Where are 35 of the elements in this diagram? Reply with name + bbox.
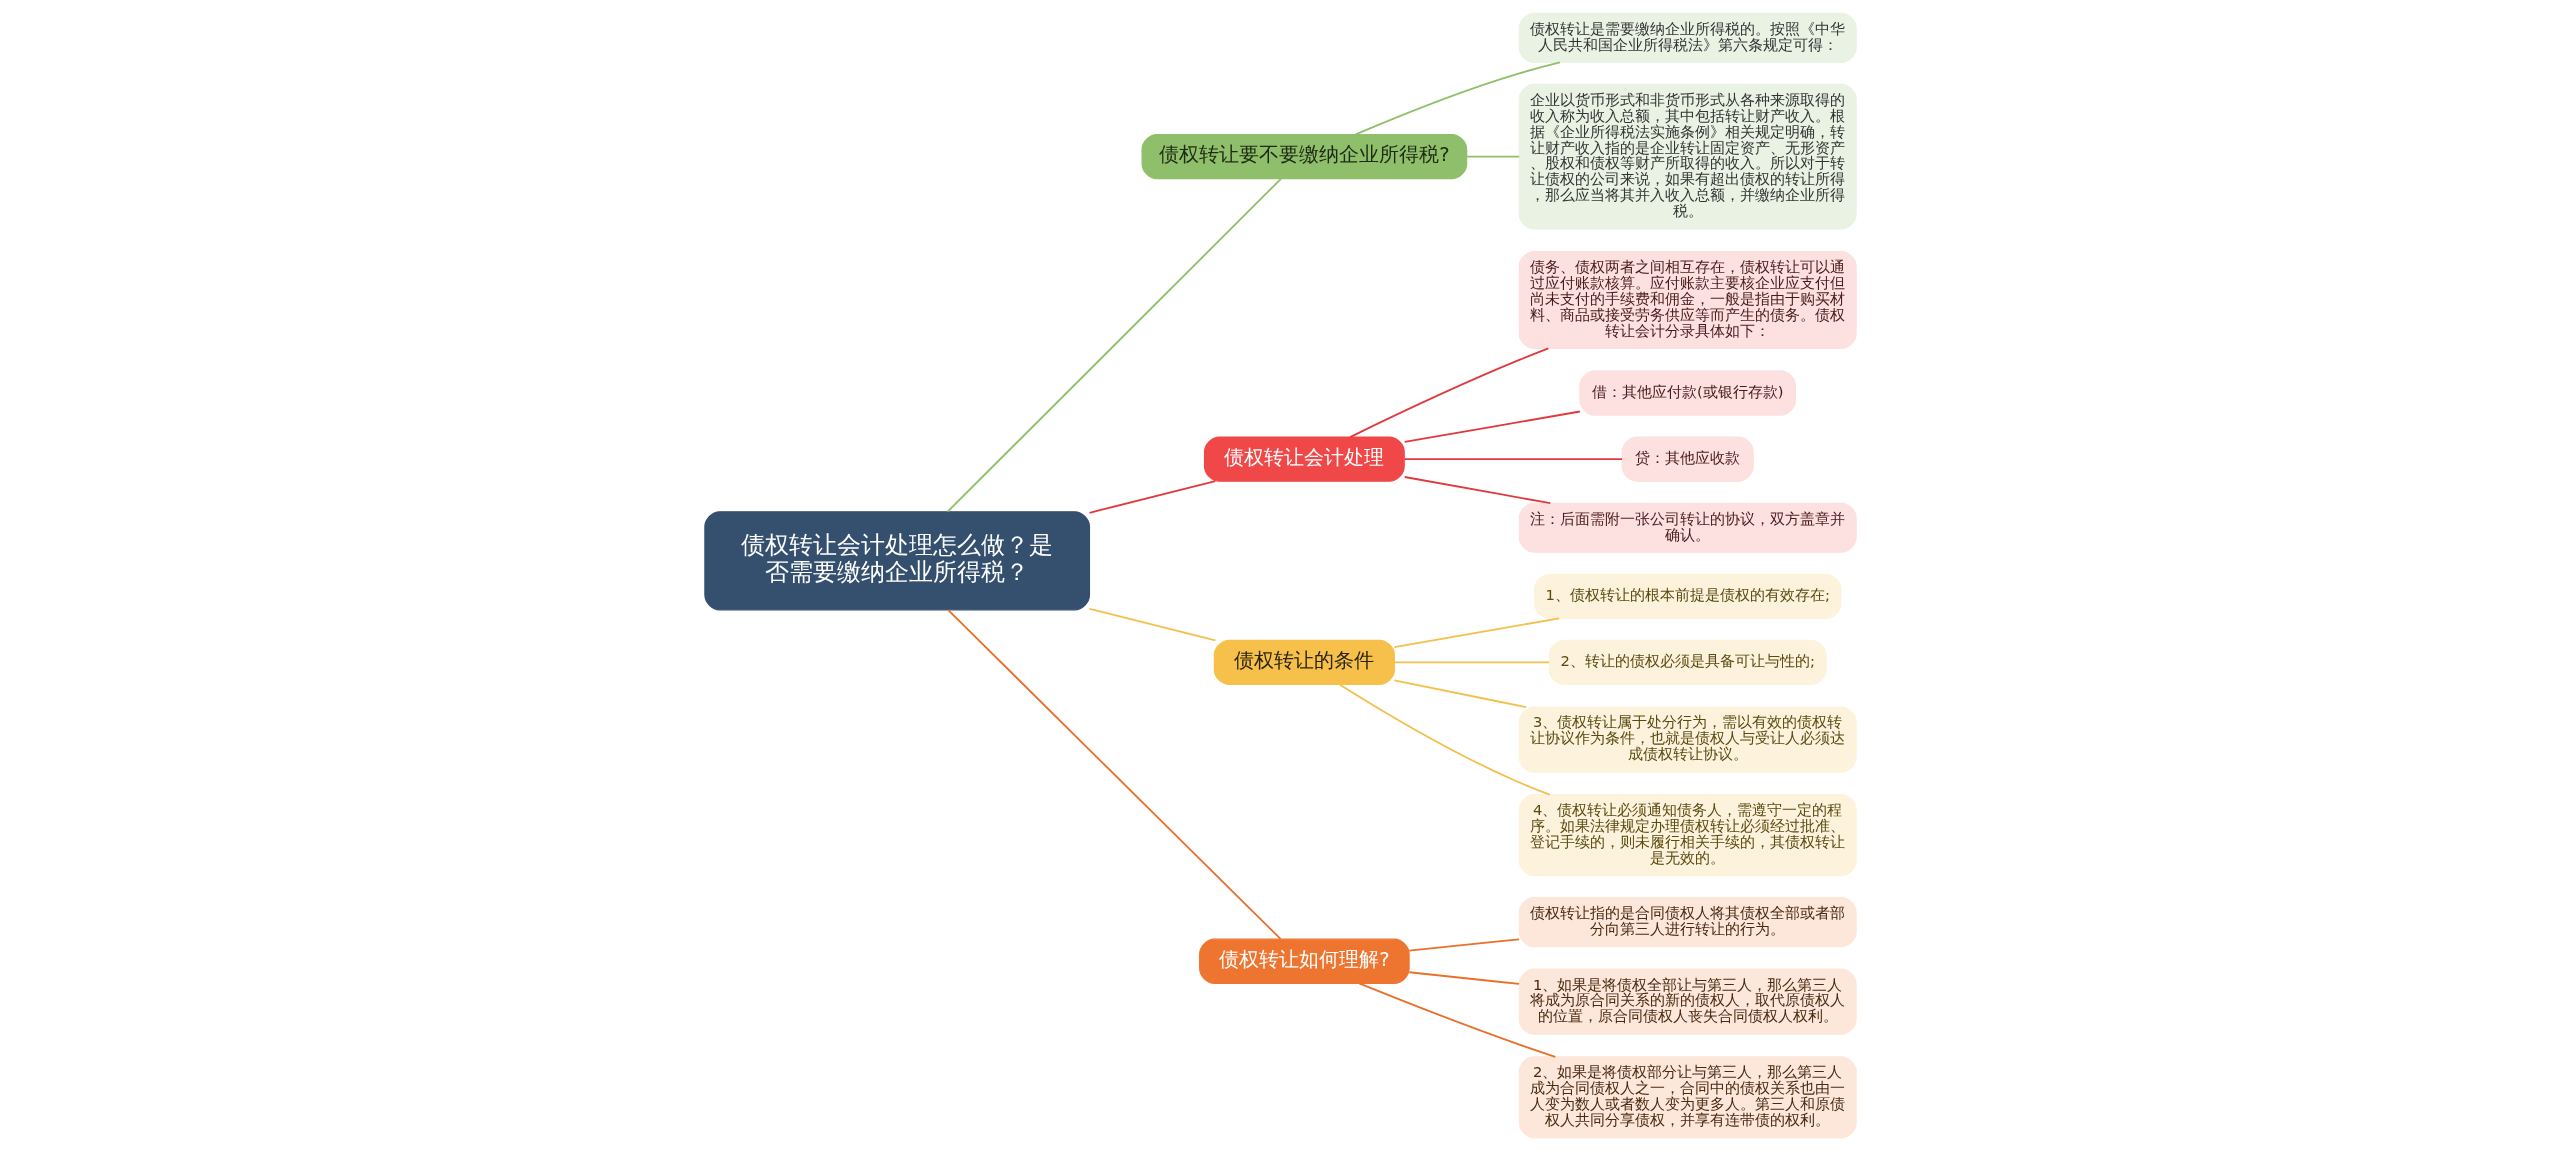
node-box: 4、债权转让必须通知债务人，需遵守一定的程序。如果法律规定办理债权转让必须经过批准、登记手续的，则未履行相关手续的，其债权转让是无效的。 (1518, 794, 1857, 877)
connector (1393, 617, 1560, 648)
connector (946, 177, 1282, 513)
node-box: 债权转让会计处理 (1203, 436, 1405, 482)
node-box: 债权转让是需要缴纳企业所得税的。按照《中华人民共和国企业所得税法》第六条规定可得： (1518, 12, 1857, 63)
connector (1393, 661, 1550, 664)
node-box: 债权转让指的是合同债权人将其债权全部或者部分向第三人进行转让的行为。 (1518, 897, 1857, 948)
connector (1354, 61, 1561, 136)
node-box: 债权转让的条件 (1213, 639, 1395, 686)
connector (1088, 607, 1216, 642)
connector (946, 609, 1281, 940)
connector (1393, 679, 1527, 709)
node-box: 债权转让如何理解? (1198, 938, 1410, 984)
connector (1465, 155, 1520, 158)
node-box: 贷：其他应收款 (1621, 436, 1754, 482)
connector (1407, 938, 1520, 952)
node-box: 债务、债权两者之间相互存在，债权转让可以通过应付账款核算。应付账款主要核企业应支付但尚未支付的手续费和佣金，一般是指由于购买材料、商品或接受劳务供应等而产生的债务。债权转让会计分录具体如下： (1518, 250, 1857, 349)
node-box: 注：后面需附一张公司转让的协议，双方盖章并确认。 (1518, 502, 1857, 553)
connector (1338, 683, 1551, 796)
node-box: 2、如果是将债权部分让与第三人，那么第三人成为合同债权人之一，合同中的债权关系也由一人变为数人或者数人变为更多人。第三人和原债权人共同分享债权，并享有连带债的权利。 (1518, 1056, 1857, 1139)
node-box: 1、如果是将债权全部让与第三人，那么第三人将成为原合同关系的新的债权人，取代原债权人的位置，原合同债权人丧失合同债权人权利。 (1518, 968, 1857, 1035)
connector (1403, 410, 1581, 443)
connector (1403, 458, 1623, 461)
node-box: 借：其他应付款(或银行存款) (1578, 370, 1796, 416)
node-box: 2、转让的债权必须是具备可让与性的; (1548, 639, 1827, 686)
node-box: 3、债权转让属于处分行为，需以有效的债权转让协议作为条件，也就是债权人与受让人必须达成债权转让协议。 (1518, 706, 1857, 773)
node-box: 债权转让会计处理怎么做？是否需要缴纳企业所得税？ (703, 511, 1090, 611)
node-box: 债权转让要不要缴纳企业所得税? (1141, 134, 1467, 180)
connector (1357, 982, 1556, 1058)
connector (1088, 480, 1216, 514)
connector (1407, 971, 1520, 985)
connector (1403, 476, 1551, 505)
node-box: 1、债权转让的根本前提是债权的有效存在; (1533, 573, 1841, 619)
node-box: 企业以货币形式和非货币形式从各种来源取得的收入称为收入总额，其中包括转让财产收入。根据《企业所得税法实施条例》相关规定明确，转让财产收入指的是企业转让固定资产、无形资产、股权和债权等财产所取得的收入。所以对于转让债权的公司来说，如果有超出债权的转让所得，那么应当将其并入收入总额，并缴纳企业所得税。 (1518, 83, 1857, 230)
connector (1348, 347, 1549, 438)
